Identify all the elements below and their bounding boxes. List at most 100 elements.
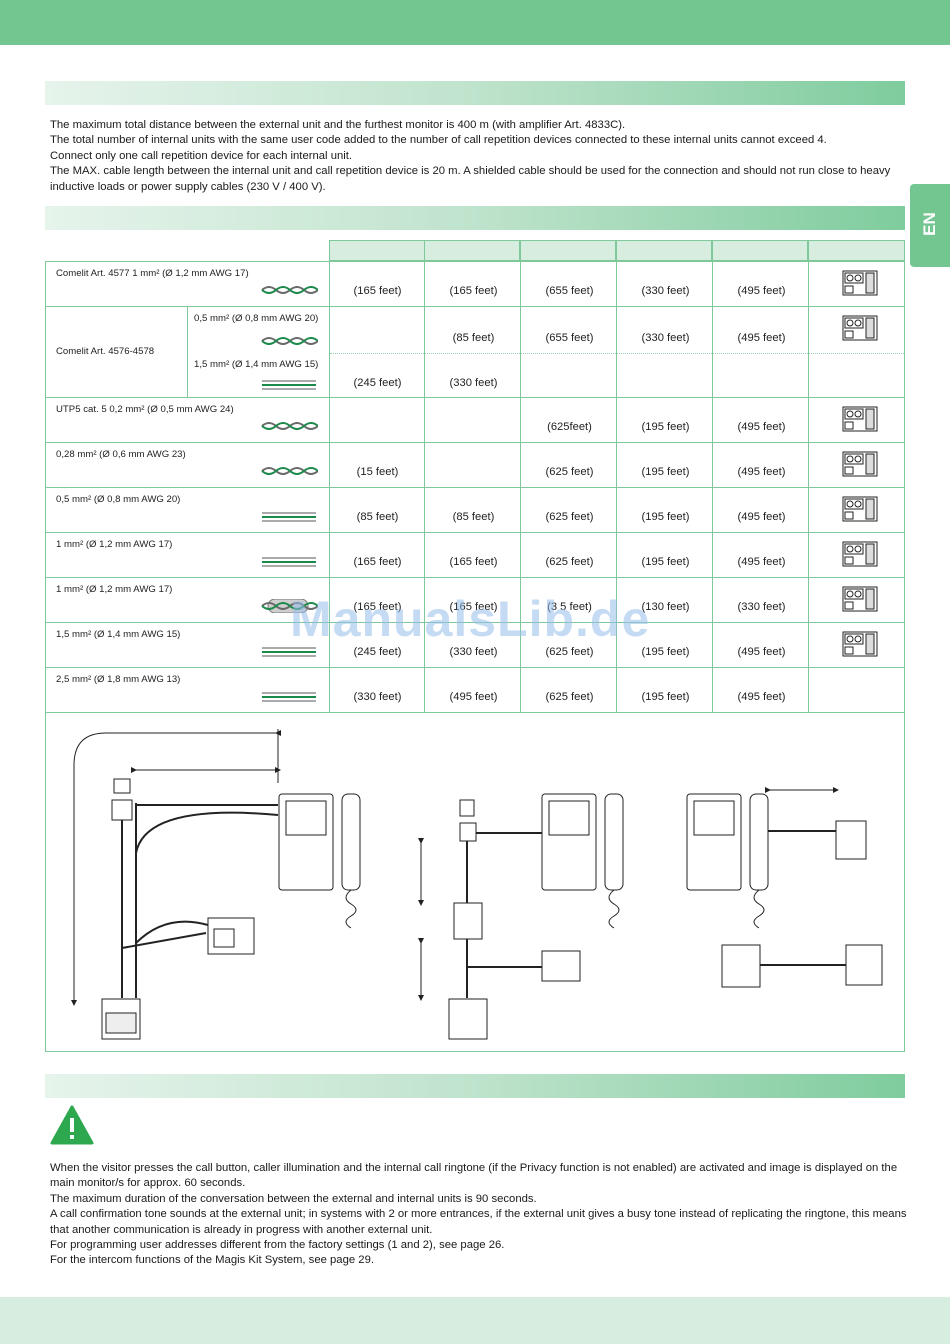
column-divider [616,398,617,443]
table-cell: (495 feet) [737,285,786,297]
table-cell: (3 5 feet) [547,601,592,613]
wiring-diagram [71,729,883,1040]
device-cell [842,496,878,527]
table-cell: (330 feet) [737,601,786,613]
terminal-block-icon [842,541,878,567]
table-cell: (165 feet) [353,285,402,297]
table-cell: (85 feet) [452,332,495,344]
table-cell: (625 feet) [545,646,594,658]
column-divider [712,398,713,443]
column-divider [424,262,425,307]
device-cell [842,406,878,437]
column-divider [520,307,521,398]
column-divider [520,262,521,307]
column-divider [424,443,425,488]
section-band-3 [45,1074,905,1098]
terminal-block-icon [842,496,878,522]
column-divider [616,307,617,398]
section-band-2 [45,206,905,230]
terminal-block-icon [842,586,878,612]
parallel-cable-icon [262,692,316,702]
column-divider [616,578,617,623]
device-cell [842,315,878,346]
parallel-cable-icon [262,557,316,567]
table-row: 1 mm² (Ø 1,2 mm AWG 17)(165 feet)(165 fe… [45,532,905,578]
table-header-cell [616,240,712,261]
sub-label: 1,5 mm² (Ø 1,4 mm AWG 15) [194,359,319,370]
table-cell: (625 feet) [545,511,594,523]
device-cell [842,451,878,482]
table-cell: (495 feet) [737,646,786,658]
table-cell: (495 feet) [737,556,786,568]
cable-cell [260,283,319,302]
table-header-cell [329,240,425,261]
table-row: 0,5 mm² (Ø 0,8 mm AWG 20)(85 feet)(85 fe… [45,487,905,533]
table-cell: (165 feet) [449,601,498,613]
row-label: Comelit Art. 4576-4578 [56,346,155,357]
table-cell: (195 feet) [641,511,690,523]
notes-text: When the visitor presses the call button… [50,1161,908,1269]
twisted-cable-icon [261,337,319,345]
table-cell: (165 feet) [449,285,498,297]
intro-line: The total number of internal units with … [50,134,827,147]
column-divider [424,488,425,533]
table-cell: (195 feet) [641,646,690,658]
table-cell: (165 feet) [353,556,402,568]
table-header-cell [520,240,616,261]
monitor-2 [541,793,624,929]
middle-system [448,799,581,1040]
column-divider [712,533,713,578]
table-cell: (495 feet) [449,691,498,703]
column-divider [424,623,425,668]
table-cell: (330 feet) [353,691,402,703]
shielded-cable-icon [261,598,319,614]
table-cell: (85 feet) [356,511,399,523]
column-divider [520,668,521,713]
cable-cell [260,689,318,708]
column-divider [616,262,617,307]
row-label: 2,5 mm² (Ø 1,8 mm AWG 13) [56,674,181,685]
column-divider [520,443,521,488]
column-divider [424,307,425,398]
column-divider [329,307,330,398]
note-line: When the visitor presses the call button… [50,1162,898,1190]
table-cell: (495 feet) [737,421,786,433]
table-cell: (330 feet) [449,377,498,389]
cable-cell [260,377,318,396]
column-divider [712,578,713,623]
column-divider [712,488,713,533]
section-band-1 [45,81,905,105]
note-line: A call confirmation tone sounds at the e… [50,1208,907,1236]
note-line: The maximum duration of the conversation… [50,1192,537,1205]
table-row: Comelit Art. 4577 1 mm² (Ø 1,2 mm AWG 17… [45,261,905,307]
row-split [330,353,904,354]
column-divider [616,533,617,578]
right-system [721,820,883,988]
column-divider [520,533,521,578]
table-cell: (165 feet) [449,556,498,568]
column-divider [808,623,809,668]
table-cell: (130 feet) [641,601,690,613]
column-divider [329,443,330,488]
cable-cell [260,464,319,483]
row-label: 1,5 mm² (Ø 1,4 mm AWG 15) [56,629,181,640]
language-tab[interactable]: EN [910,184,950,267]
column-divider [329,578,330,623]
table-cell: (330 feet) [641,332,690,344]
column-divider [424,398,425,443]
column-divider [329,623,330,668]
table-cell: (245 feet) [353,377,402,389]
cable-cell [260,554,318,573]
monitor-3 [686,793,769,929]
table-cell: (245 feet) [353,646,402,658]
table-header-cell [808,240,905,261]
parallel-cable-icon [262,647,316,657]
table-cell: (165 feet) [353,601,402,613]
row-label: UTP5 cat. 5 0,2 mm² (Ø 0,5 mm AWG 24) [56,404,234,415]
table-cell: (195 feet) [641,466,690,478]
left-system [101,778,255,1040]
table-cell: (625 feet) [545,691,594,703]
column-divider [808,488,809,533]
table-cell: (330 feet) [641,285,690,297]
